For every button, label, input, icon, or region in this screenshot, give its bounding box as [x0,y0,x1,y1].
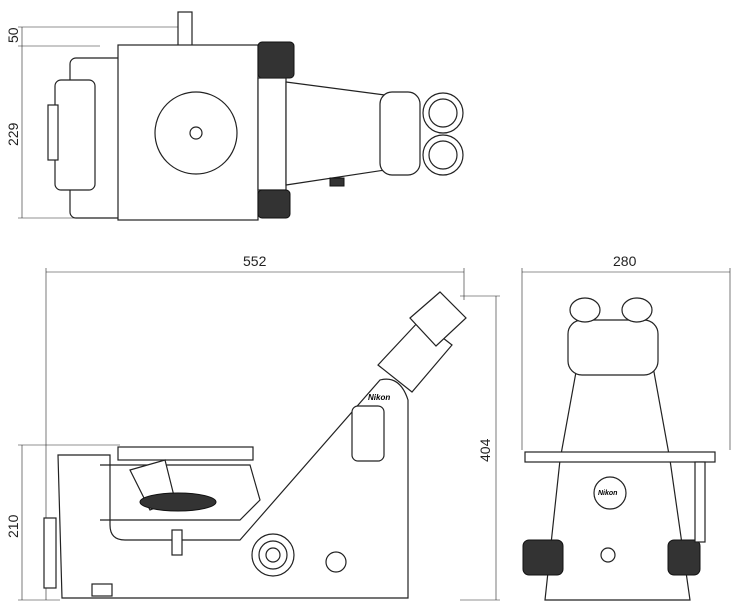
side-logo: Nikon [368,393,390,402]
dim-side-height: 404 [477,438,493,462]
top-view [47,11,464,221]
dim-top-offset: 50 [5,27,21,43]
dim-front-width: 280 [613,253,637,269]
dim-top-depth: 229 [5,122,21,146]
dim-side-width: 552 [243,253,267,269]
dimension-lines [18,26,731,601]
side-view: Nikon [43,291,467,599]
front-view: Nikon [522,297,716,601]
front-logo: Nikon [598,490,617,497]
dim-base-height: 210 [5,514,21,538]
